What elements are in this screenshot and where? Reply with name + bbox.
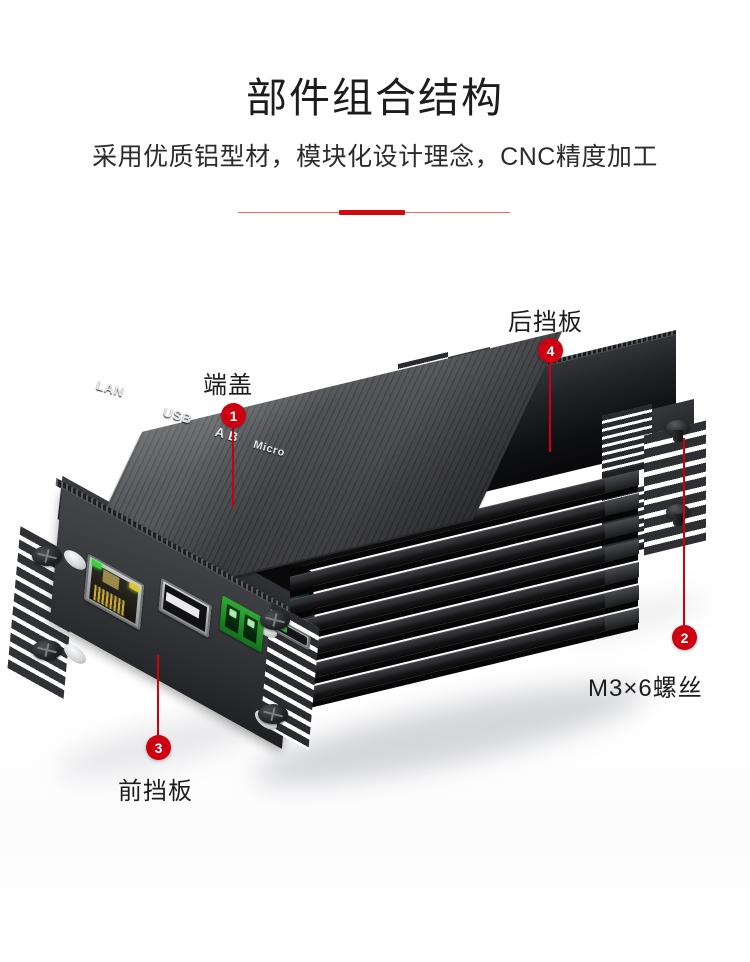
callout-leader-4 [549, 360, 551, 452]
callout-label-2: M3×6螺丝 [588, 675, 703, 702]
callout-marker-2[interactable]: 2 [672, 625, 697, 650]
callout-label-3: 前挡板 [118, 778, 193, 805]
page-subtitle: 采用优质铝型材，模块化设计理念，CNC精度加工 [92, 143, 658, 171]
callout-label-4: 后挡板 [508, 309, 583, 336]
callout-leader-2 [683, 438, 685, 628]
product-illustration [0, 250, 750, 890]
callout-label-1: 端盖 [203, 372, 253, 399]
screw-head [666, 420, 690, 435]
front-panel-screw-top-right [260, 610, 290, 634]
front-panel-screw-bottom-left [32, 640, 62, 664]
terminal-slot-a [224, 603, 241, 634]
front-panel-screw-top-left [32, 546, 62, 570]
terminal-slot-b [242, 613, 259, 644]
page-title: 部件组合结构 [246, 75, 504, 121]
screw-shaft [673, 430, 683, 442]
callout-marker-3[interactable]: 3 [146, 735, 171, 760]
title-divider [238, 210, 510, 216]
divider-accent-segment [339, 210, 405, 215]
callout-marker-4[interactable]: 4 [538, 338, 563, 363]
m3-screw-right-lower [664, 504, 692, 526]
front-panel-screw-bottom-right [258, 704, 288, 728]
enclosure-assembly [0, 250, 750, 890]
callout-leader-3 [157, 655, 159, 737]
callout-marker-1[interactable]: 1 [221, 403, 246, 428]
front-panel-screw-hole-bottom [63, 640, 87, 668]
screw-shaft [673, 514, 683, 526]
front-panel [7, 477, 320, 758]
callout-leader-1 [232, 425, 234, 507]
m3-screw-right-upper [664, 420, 692, 442]
